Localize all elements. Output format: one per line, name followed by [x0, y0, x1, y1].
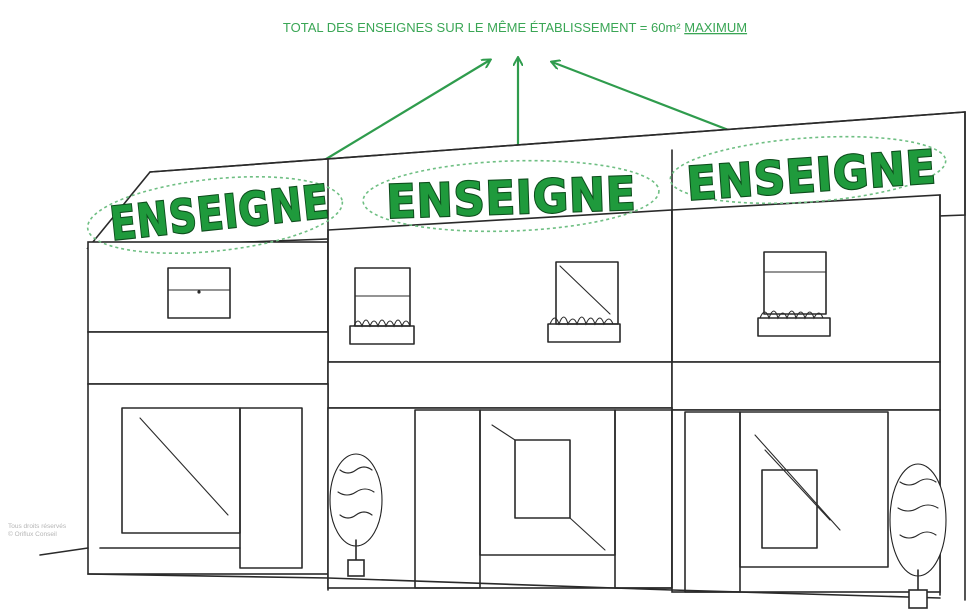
sign-outline-right	[669, 135, 947, 205]
window-box-center-1	[349, 325, 415, 345]
glass-reflection	[569, 517, 606, 551]
window-box-right	[757, 317, 831, 337]
roof-ridge	[149, 111, 966, 173]
headline-emphasis: MAXIMUM	[684, 20, 747, 35]
potted-tree-left	[329, 453, 383, 577]
upper-wall-right	[671, 194, 941, 363]
window-box-center-2	[547, 323, 621, 343]
window-plants	[549, 316, 614, 326]
ground-wall-left	[87, 383, 329, 575]
display-panel-right	[761, 469, 818, 549]
glass-reflection	[559, 265, 611, 315]
fascia-right	[671, 361, 941, 411]
shop-window-right	[739, 411, 889, 568]
glass-reflection	[139, 417, 229, 516]
fascia-center	[327, 361, 673, 409]
window-plants	[759, 310, 824, 320]
copyright: Tous droits réservés © Oriflux Conseil	[8, 523, 68, 538]
copyright-line-1: Tous droits réservés	[8, 523, 67, 530]
shop-door-center-right	[614, 409, 673, 589]
display-panel-center	[514, 439, 571, 519]
copyright-line-2: © Oriflux Conseil	[8, 530, 57, 538]
window-plants	[353, 319, 411, 328]
shop-door-left	[239, 407, 303, 569]
sign-center: ENSEIGNE	[385, 166, 637, 229]
headline: TOTAL DES ENSEIGNES SUR LE MÊME ÉTABLISS…	[283, 20, 747, 35]
upper-window-left	[167, 267, 231, 319]
headline-text: TOTAL DES ENSEIGNES SUR LE MÊME ÉTABLISS…	[283, 20, 684, 35]
ground-line	[39, 547, 941, 599]
glass-reflection	[491, 424, 516, 441]
building	[39, 111, 966, 601]
fascia-left	[87, 331, 329, 385]
potted-tree-right	[889, 463, 947, 609]
window-handle	[197, 290, 201, 294]
upper-wall-left	[87, 241, 329, 333]
sign-outline-center	[362, 159, 660, 233]
glass-reflection	[764, 449, 831, 521]
sign-outline-left	[86, 175, 344, 255]
glass-reflection	[754, 434, 841, 531]
